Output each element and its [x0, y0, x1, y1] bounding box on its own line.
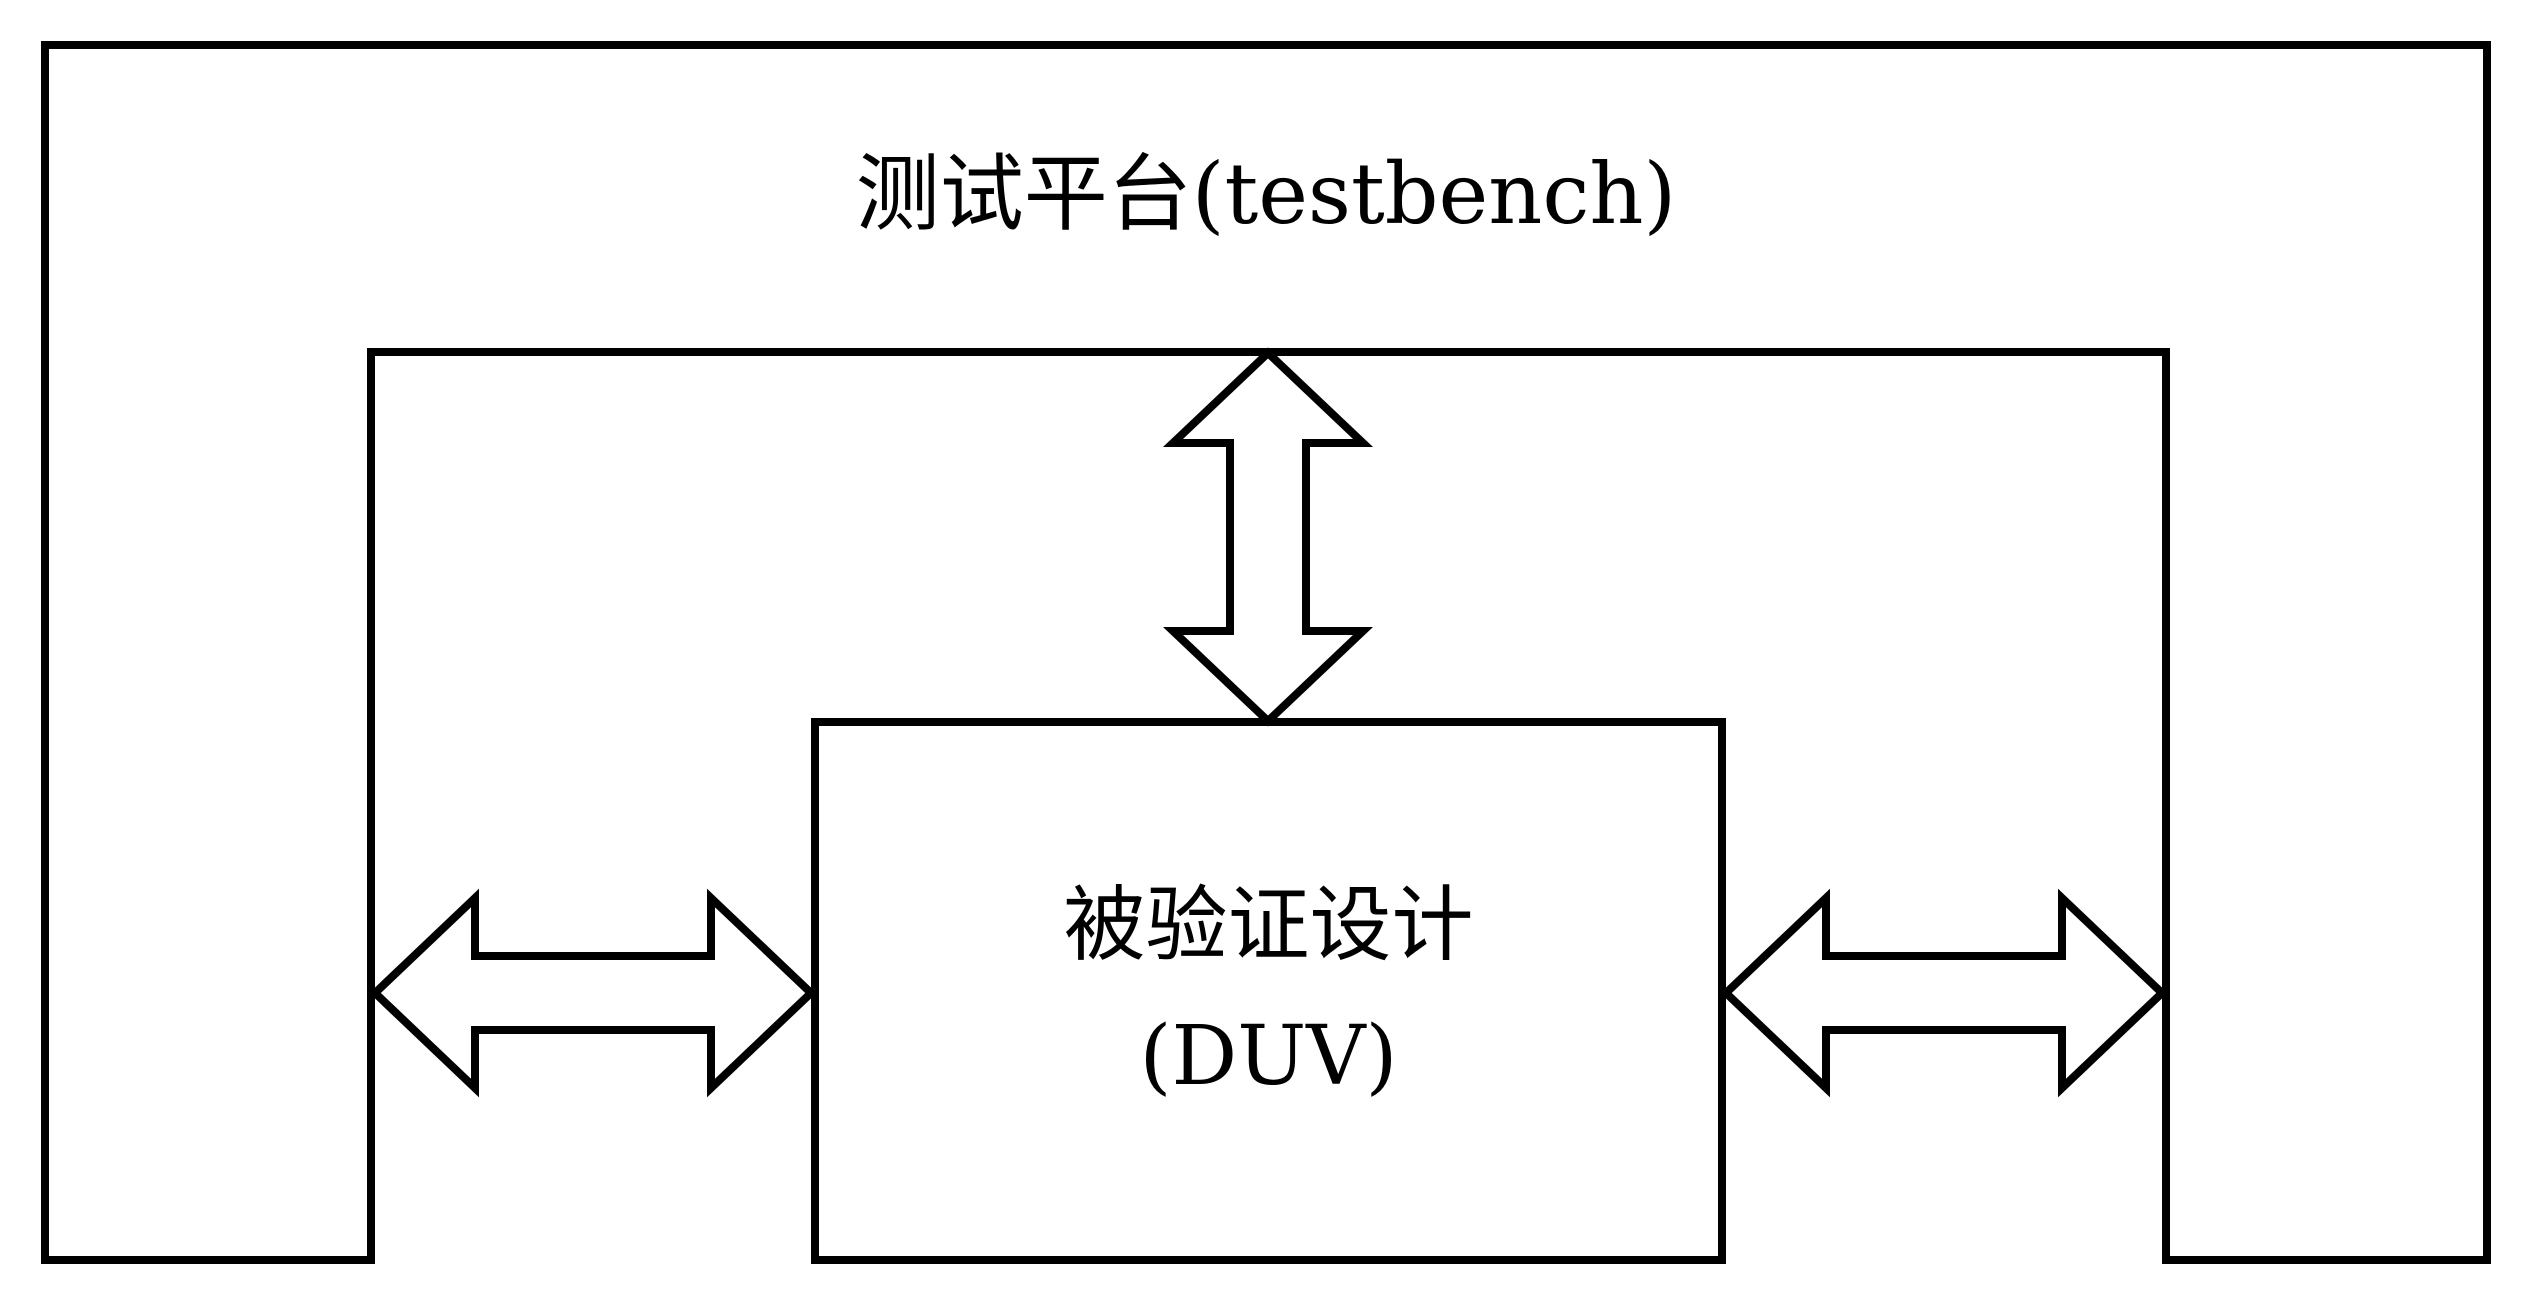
testbench-bottom-edge-right — [2162, 1256, 2491, 1264]
duv-label-line2: (DUV) — [1139, 1009, 1398, 1104]
testbench-outer-box — [41, 41, 2491, 1264]
testbench-inner-enclosure — [367, 348, 2170, 1264]
testbench-title: 测试平台(testbench) — [855, 145, 1677, 243]
duv-label-line1: 被验证设计 — [1063, 877, 1474, 973]
testbench-bottom-edge-left — [41, 1256, 375, 1264]
duv-box: 被验证设计 (DUV) — [811, 718, 1726, 1264]
duv-label: 被验证设计 (DUV) — [1063, 860, 1473, 1122]
